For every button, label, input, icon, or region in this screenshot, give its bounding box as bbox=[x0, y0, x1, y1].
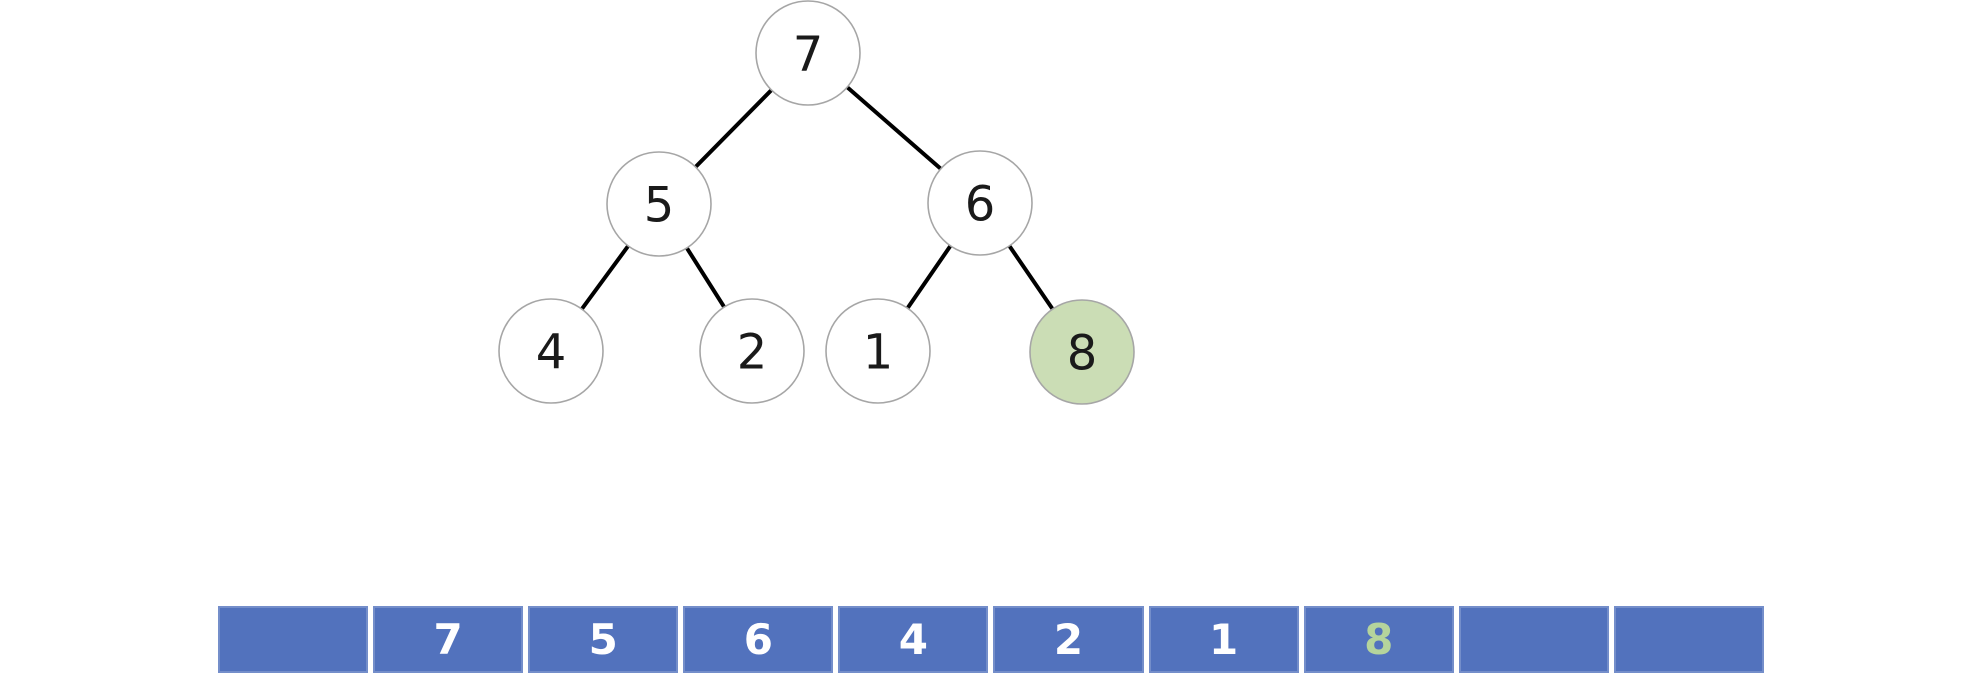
tree-node-circle-4 bbox=[498, 298, 604, 404]
tree-node-circle-8 bbox=[1029, 299, 1135, 405]
array-cell-7: 8 bbox=[1303, 606, 1454, 673]
tree-node-circle-7 bbox=[755, 0, 861, 106]
tree-node-label-5: 5 bbox=[644, 177, 675, 233]
tree-node-label-2: 2 bbox=[737, 324, 768, 380]
tree-node-1: 1 bbox=[825, 298, 931, 404]
array-cell-3: 6 bbox=[683, 606, 834, 673]
tree-node-7: 7 bbox=[755, 0, 861, 106]
tree-node-circle-6 bbox=[927, 150, 1033, 256]
tree-node-label-7: 7 bbox=[793, 26, 824, 82]
array-cell-2: 5 bbox=[528, 606, 679, 673]
tree-node-2: 2 bbox=[699, 298, 805, 404]
array-cell-6: 1 bbox=[1148, 606, 1299, 673]
tree-node-5: 5 bbox=[606, 151, 712, 257]
tree-node-circle-2 bbox=[699, 298, 805, 404]
array-cell-4: 4 bbox=[838, 606, 989, 673]
tree-node-label-8: 8 bbox=[1067, 325, 1098, 381]
array-cell-5: 2 bbox=[993, 606, 1144, 673]
array-cell-9 bbox=[1613, 606, 1764, 673]
array-cell-0 bbox=[218, 606, 369, 673]
tree-node-label-1: 1 bbox=[863, 324, 894, 380]
array-cell-1: 7 bbox=[373, 606, 524, 673]
tree-node-circle-5 bbox=[606, 151, 712, 257]
tree-node-label-6: 6 bbox=[965, 176, 996, 232]
tree-node-6: 6 bbox=[927, 150, 1033, 256]
array-cell-8 bbox=[1458, 606, 1609, 673]
tree-node-circle-1 bbox=[825, 298, 931, 404]
tree-node-8: 8 bbox=[1029, 299, 1135, 405]
tree-node-4: 4 bbox=[498, 298, 604, 404]
tree-node-label-4: 4 bbox=[536, 324, 567, 380]
